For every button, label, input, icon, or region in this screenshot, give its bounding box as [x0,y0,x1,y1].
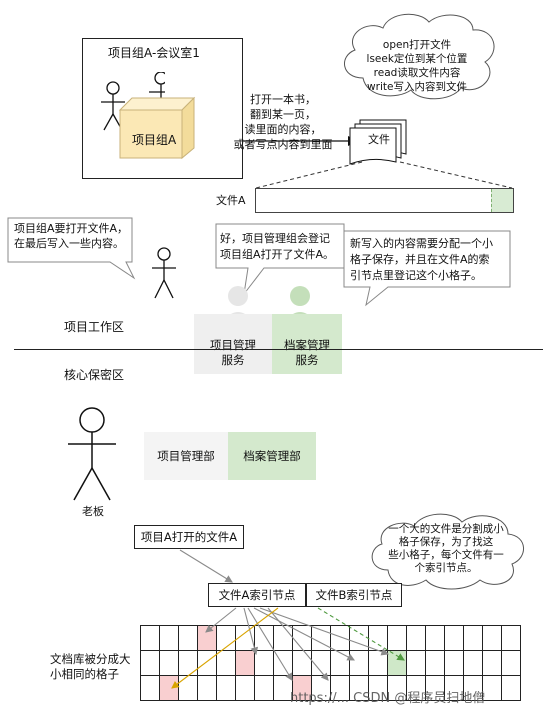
storage-label-line: 文档库被分成大 [50,652,131,666]
storage-label-line: 小相同的格子 [50,667,119,681]
action-line: 打开一本书， [250,93,316,106]
file-b-index-node: 文件B索引节点 [306,583,402,607]
projection-lines [255,161,513,189]
cloud-bottom-line: 格子保存，为了找这 [398,536,494,548]
boss-label: 老板 [82,505,104,518]
bubble-left-line: 在最后写入一些内容。 [14,237,124,250]
bubble-mid-text: 好，项目管理组会登记 项目组A打开了文件A。 [220,231,334,263]
bubble-mid-line: 项目组A打开了文件A。 [220,248,335,261]
team-figures [101,72,165,131]
project-management-service: 项目管理 服务 [194,314,272,374]
person-figure [152,247,176,299]
file-a-index-node: 文件A索引节点 [208,583,306,607]
project-service-line: 项目管理 [210,338,256,352]
bubble-right-line: 格子保存，并且在文件A的索 [350,253,490,266]
cloud-top-line: lseek定位到某个位置 [366,53,468,65]
archive-management-dept: 档案管理部 [228,432,316,480]
zone-divider [14,349,543,350]
bubble-right-text: 新写入的内容需要分配一个小 格子保存，并且在文件A的索 引节点里登记这个小格子。 [350,236,493,284]
archive-management-service: 档案管理 服务 [272,314,342,374]
bubble-left-line: 项目组A要打开文件A， [14,222,129,235]
storage-cell [501,675,521,701]
cloud-bottom-line: 些小格子，每个文件有一 [388,549,504,561]
group-box [118,96,196,160]
cloud-bottom-text: 一个大的文件是分割成小 格子保存，为了找这 些小格子，每个文件有一 个索引节点。 [384,523,508,575]
bubble-right-line: 新写入的内容需要分配一个小 [350,237,493,250]
action-line: 翻到某一页， [250,108,316,121]
boss-figure [68,407,116,501]
project-service-line: 服务 [221,353,245,367]
opened-file-box: 项目A打开的文件A [134,525,244,549]
zone-core-label: 核心保密区 [64,368,125,382]
room-to-file-arrow [243,136,358,146]
archive-service-line: 服务 [295,353,319,367]
watermark: https://... CSDN @程序员扫地僧 [290,691,486,706]
storage-label: 文档库被分成大 小相同的格子 [50,652,131,682]
meeting-room-frame [82,38,243,179]
file-stack-label: 文件 [368,133,390,146]
file-a-bar [255,188,514,213]
cloud-bottom-line: 一个大的文件是分割成小 [388,523,504,535]
cloud-top-text: open打开文件 lseek定位到某个位置 read读取文件内容 write写入… [358,38,476,94]
file-stack-icon [349,119,407,165]
bubble-left-shape [7,217,136,280]
group-box-label: 项目组A [132,133,177,147]
archive-service-line: 档案管理 [284,338,330,352]
cloud-top-line: open打开文件 [382,39,452,51]
cloud-top-line: read读取文件内容 [373,67,461,79]
bubble-right-shape [343,230,511,307]
meeting-room-label: 项目组A-会议室1 [108,46,200,60]
file-a-new-segment [491,189,513,212]
bubble-left-text: 项目组A要打开文件A， 在最后写入一些内容。 [14,221,128,251]
bubble-mid-line: 好，项目管理组会登记 [220,232,330,245]
action-line: 读里面的内容， [244,123,322,136]
cloud-top-shape [344,13,495,100]
index-arrows [171,549,405,689]
cloud-bottom-line: 个索引节点。 [414,562,478,574]
project-management-dept: 项目管理部 [144,432,228,480]
cloud-top-line: write写入内容到文件 [367,81,467,93]
bubble-right-line: 引节点里登记这个小格子。 [350,269,482,282]
cloud-bottom-shape [371,513,524,590]
zone-work-label: 项目工作区 [64,320,125,334]
file-bar-label: 文件A [216,194,246,207]
